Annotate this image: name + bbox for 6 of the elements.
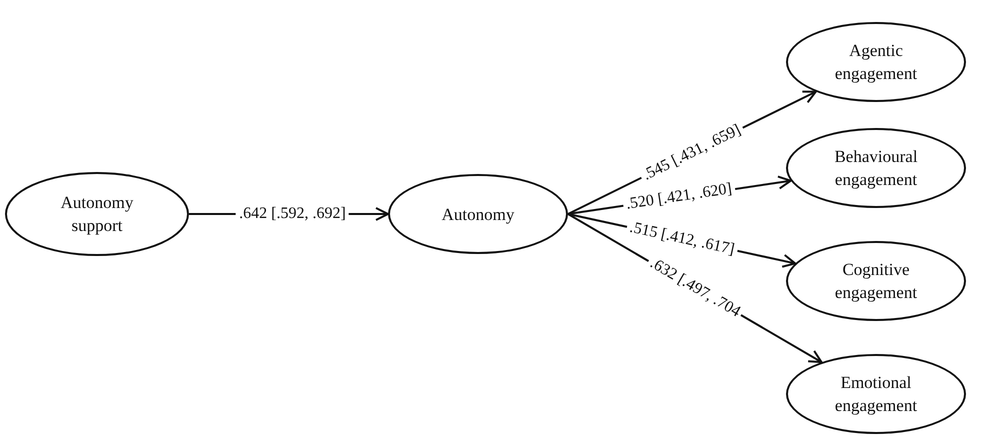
node-label: Behavioural engagement (833, 146, 919, 191)
node-label: Autonomy support (60, 192, 134, 237)
node-label: Cognitive engagement (834, 259, 918, 304)
node-label: Autonomy (442, 204, 514, 226)
node-label: Emotional engagement (834, 372, 918, 417)
node-label: Agentic engagement (834, 40, 918, 85)
